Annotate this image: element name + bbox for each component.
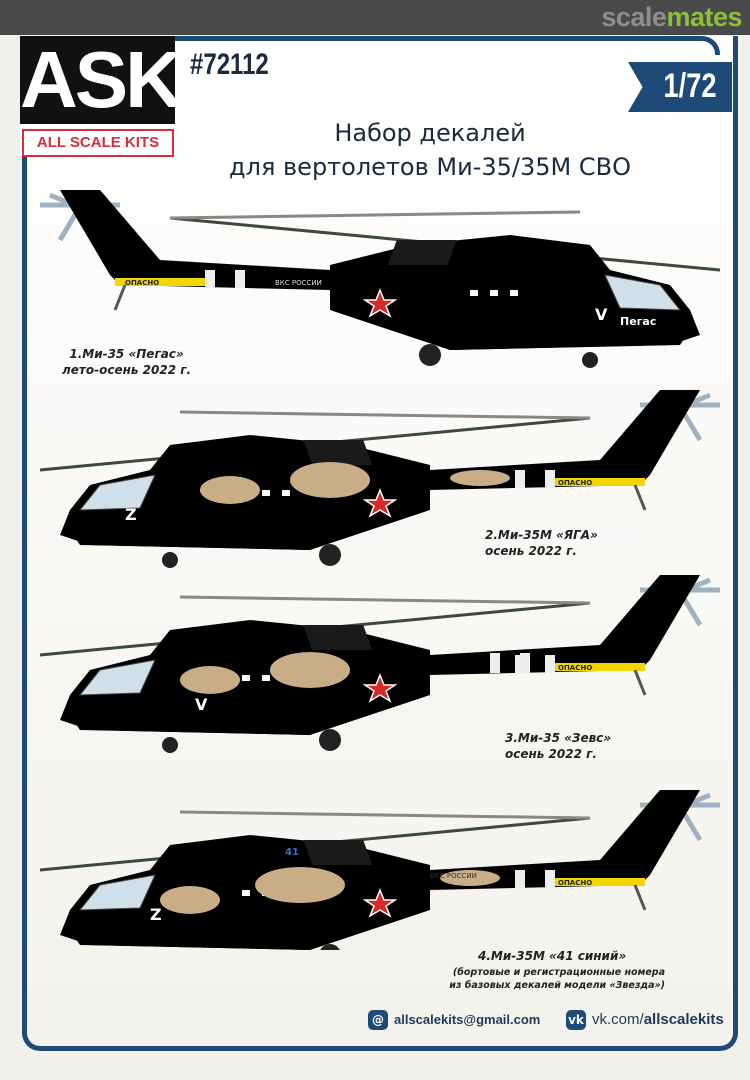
vk-icon: vk [566, 1010, 586, 1030]
email-icon: @ [368, 1010, 388, 1030]
logo-brand: ASK [20, 36, 175, 124]
ask-logo: ASK ALL SCALE KITS [20, 36, 175, 157]
caption-variant-2: 2.Ми-35М «ЯГА» осень 2022 г. [485, 528, 598, 558]
mark-text: Z [150, 905, 162, 924]
caption-variant-4-note: (бортовые и регистрационные номера из ба… [449, 967, 665, 991]
caption-variant-4: 4.Ми-35М «41 синий» [478, 949, 627, 963]
scale-badge: 1/72 [628, 62, 732, 112]
serial-text: ВКС РОССИИ [275, 279, 322, 287]
caption-variant-1: 1.Ми-35 «Пегас» лето-осень 2022 г. [62, 347, 192, 377]
logo-subtitle: ALL SCALE KITS [22, 129, 174, 157]
warning-text: ОПАСНО [558, 664, 592, 672]
board-number: 41 [285, 847, 299, 858]
warning-text: ОПАСНО [558, 479, 592, 487]
helicopter-4-41-blue: .h4 .skin{fill:#5e7d45}.h4 .belly{fill:#… [30, 790, 730, 950]
nose-text: Пегас [620, 315, 656, 328]
mark-text: V [195, 695, 208, 714]
email-link[interactable]: allscalekits@gmail.com [394, 1012, 541, 1027]
top-bar: scalemates [0, 0, 750, 35]
helicopter-2-yaga: .h2 .skin{fill:#5e7d45}.h2 .belly{fill:#… [30, 390, 730, 570]
scalemates-watermark: scalemates [601, 2, 742, 32]
mark-text: Z [125, 505, 137, 524]
helicopter-1-pegas: .h1 .skin{fill:#5b6272}.h1 .belly{fill:#… [30, 190, 730, 370]
warning-text: ОПАСНО [558, 879, 592, 887]
serial-text: ВКС РОССИИ [430, 872, 477, 880]
vk-link[interactable]: vk.com/allscalekits [592, 1011, 724, 1028]
sheet-border [175, 36, 720, 55]
page-title: Набор декалей для вертолетов Ми-35/35М С… [229, 119, 631, 181]
caption-variant-3: 3.Ми-35 «Зевс» осень 2022 г. [505, 731, 612, 761]
mark-text: V [595, 305, 608, 324]
vk-contact[interactable]: vk vk.com/allscalekits [566, 1010, 724, 1030]
product-code: #72112 [190, 48, 269, 81]
email-contact[interactable]: @ allscalekits@gmail.com [368, 1010, 540, 1030]
warning-text: ОПАСНО [125, 279, 159, 287]
helicopter-3-zevs: .h3 .skin{fill:#5e7d45}.h3 .belly{fill:#… [30, 575, 730, 755]
